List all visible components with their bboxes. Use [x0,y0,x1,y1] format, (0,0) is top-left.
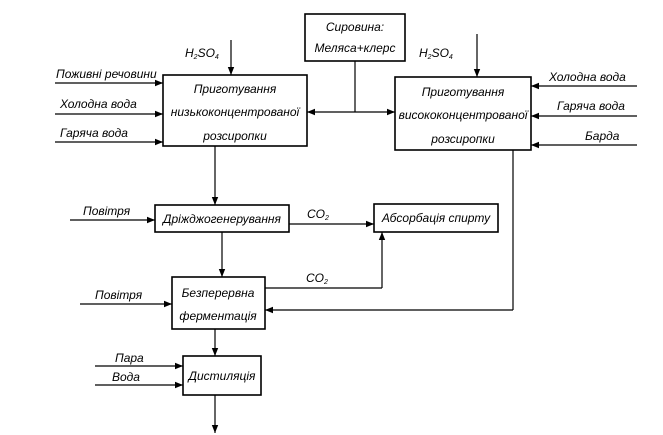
steam-label: Пара [115,351,144,365]
fermentation-label-2: ферментація [179,309,257,323]
high-conc-label-1: Приготування [422,85,505,99]
stillage-label: Барда [585,129,620,143]
raw-material-block: Сировина: Меляса+клерс [304,13,406,62]
distillation-label: Дистиляція [187,369,256,383]
h2so4-right-label: H2SO4 [419,46,453,61]
yeast-generation-block: Дріжджогенерування [154,204,290,233]
raw-material-label-2: Меляса+клерс [315,41,396,55]
co2-yeast-label: CO2 [307,207,329,222]
absorption-label: Абсорбація спирту [381,211,491,225]
continuous-fermentation-block: Безперервна ферментація [171,276,266,330]
fermentation-label-1: Безперервна [182,286,255,300]
nutrients-label: Поживні речовини [56,67,157,81]
co2-fermentation-label: CO2 [306,271,328,286]
raw-material-label-1: Сировина: [326,20,384,34]
low-concentration-syrup-block: Приготування низькоконцентрованої розсир… [162,74,308,147]
hot-water-left-label: Гаряча вода [60,126,128,140]
distillation-block: Дистиляція [182,355,262,396]
high-conc-label-2: висококонцентрованої [399,108,529,122]
high-concentration-syrup-block: Приготування висококонцентрованої розсир… [394,76,532,151]
low-conc-label-1: Приготування [194,82,277,96]
h2so4-left-label: H2SO4 [185,46,219,61]
cold-water-right-label: Холодна вода [548,70,626,84]
low-conc-label-2: низькоконцентрованої [171,105,301,119]
hot-water-right-label: Гаряча вода [557,99,625,113]
air-fermentation-label: Повітря [95,288,143,302]
flow-connectors [55,34,637,433]
alcohol-absorption-block: Абсорбація спирту [373,203,499,233]
high-conc-label-3: розсиропки [430,132,495,146]
low-conc-label-3: розсиропки [202,129,267,143]
cold-water-left-label: Холодна вода [59,97,137,111]
yeast-generation-label: Дріжджогенерування [161,212,281,226]
water-distill-label: Вода [112,370,140,384]
air-yeast-label: Повітря [83,204,131,218]
